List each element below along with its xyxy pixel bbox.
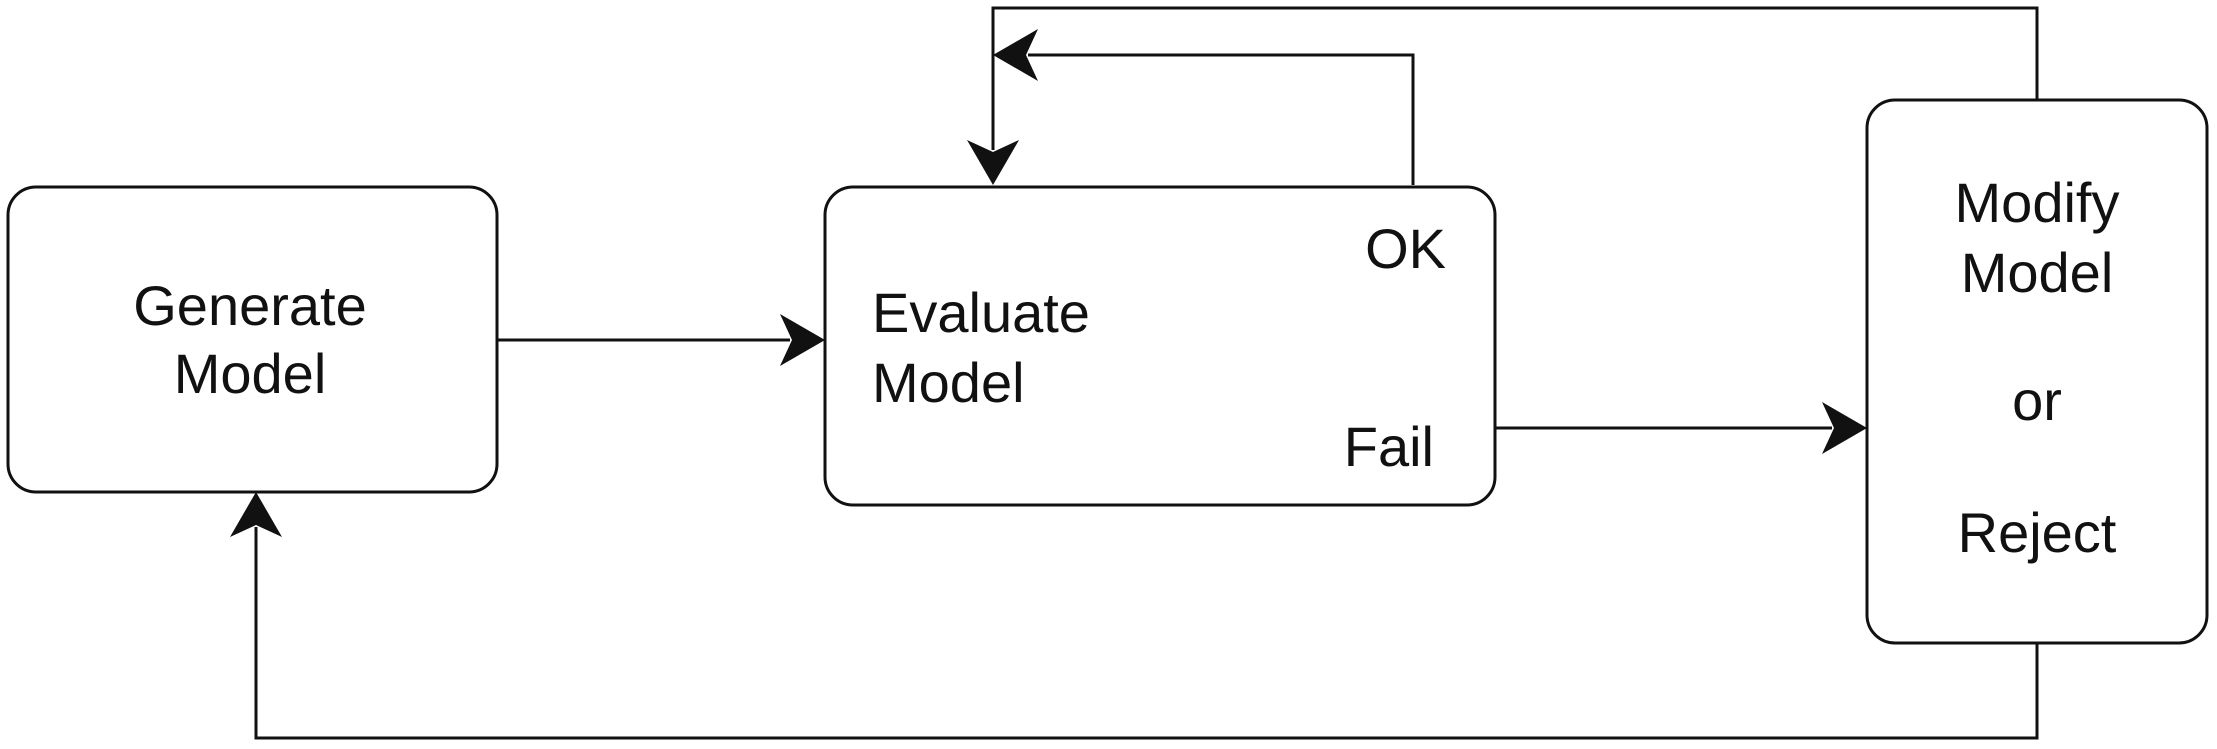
edge-modify-to-evaluate (967, 6, 2039, 185)
arrowhead-right-icon (780, 314, 825, 366)
node-generate-label-line1: Generate (133, 274, 367, 337)
node-modify-label-line1: Modify (1955, 171, 2120, 234)
arrowhead-left-icon (993, 29, 1038, 81)
edge-ok-loop (993, 29, 1415, 185)
edge-modify-to-generate (230, 492, 2039, 740)
node-generate-model: Generate Model (6, 185, 499, 494)
edge-generate-to-evaluate (497, 314, 825, 366)
node-modify-label-line3: or (2012, 369, 2062, 432)
node-modify-model-or-reject: Modify Model or Reject (1865, 98, 2209, 645)
arrowhead-right-icon (1822, 402, 1867, 454)
evaluate-fail-label: Fail (1344, 415, 1434, 478)
node-generate-label-line2: Model (174, 342, 327, 405)
arrowhead-down-icon (967, 140, 1019, 185)
node-evaluate-label-line2: Model (872, 351, 1025, 414)
arrowhead-up-icon (230, 492, 282, 537)
node-evaluate-model: Evaluate Model OK Fail (823, 185, 1497, 507)
node-evaluate-label-line1: Evaluate (872, 281, 1090, 344)
node-modify-label-line2: Model (1961, 241, 2114, 304)
node-modify-label-line4: Reject (1958, 501, 2117, 564)
edge-fail-to-modify (1495, 402, 1867, 454)
evaluate-ok-label: OK (1365, 217, 1446, 280)
